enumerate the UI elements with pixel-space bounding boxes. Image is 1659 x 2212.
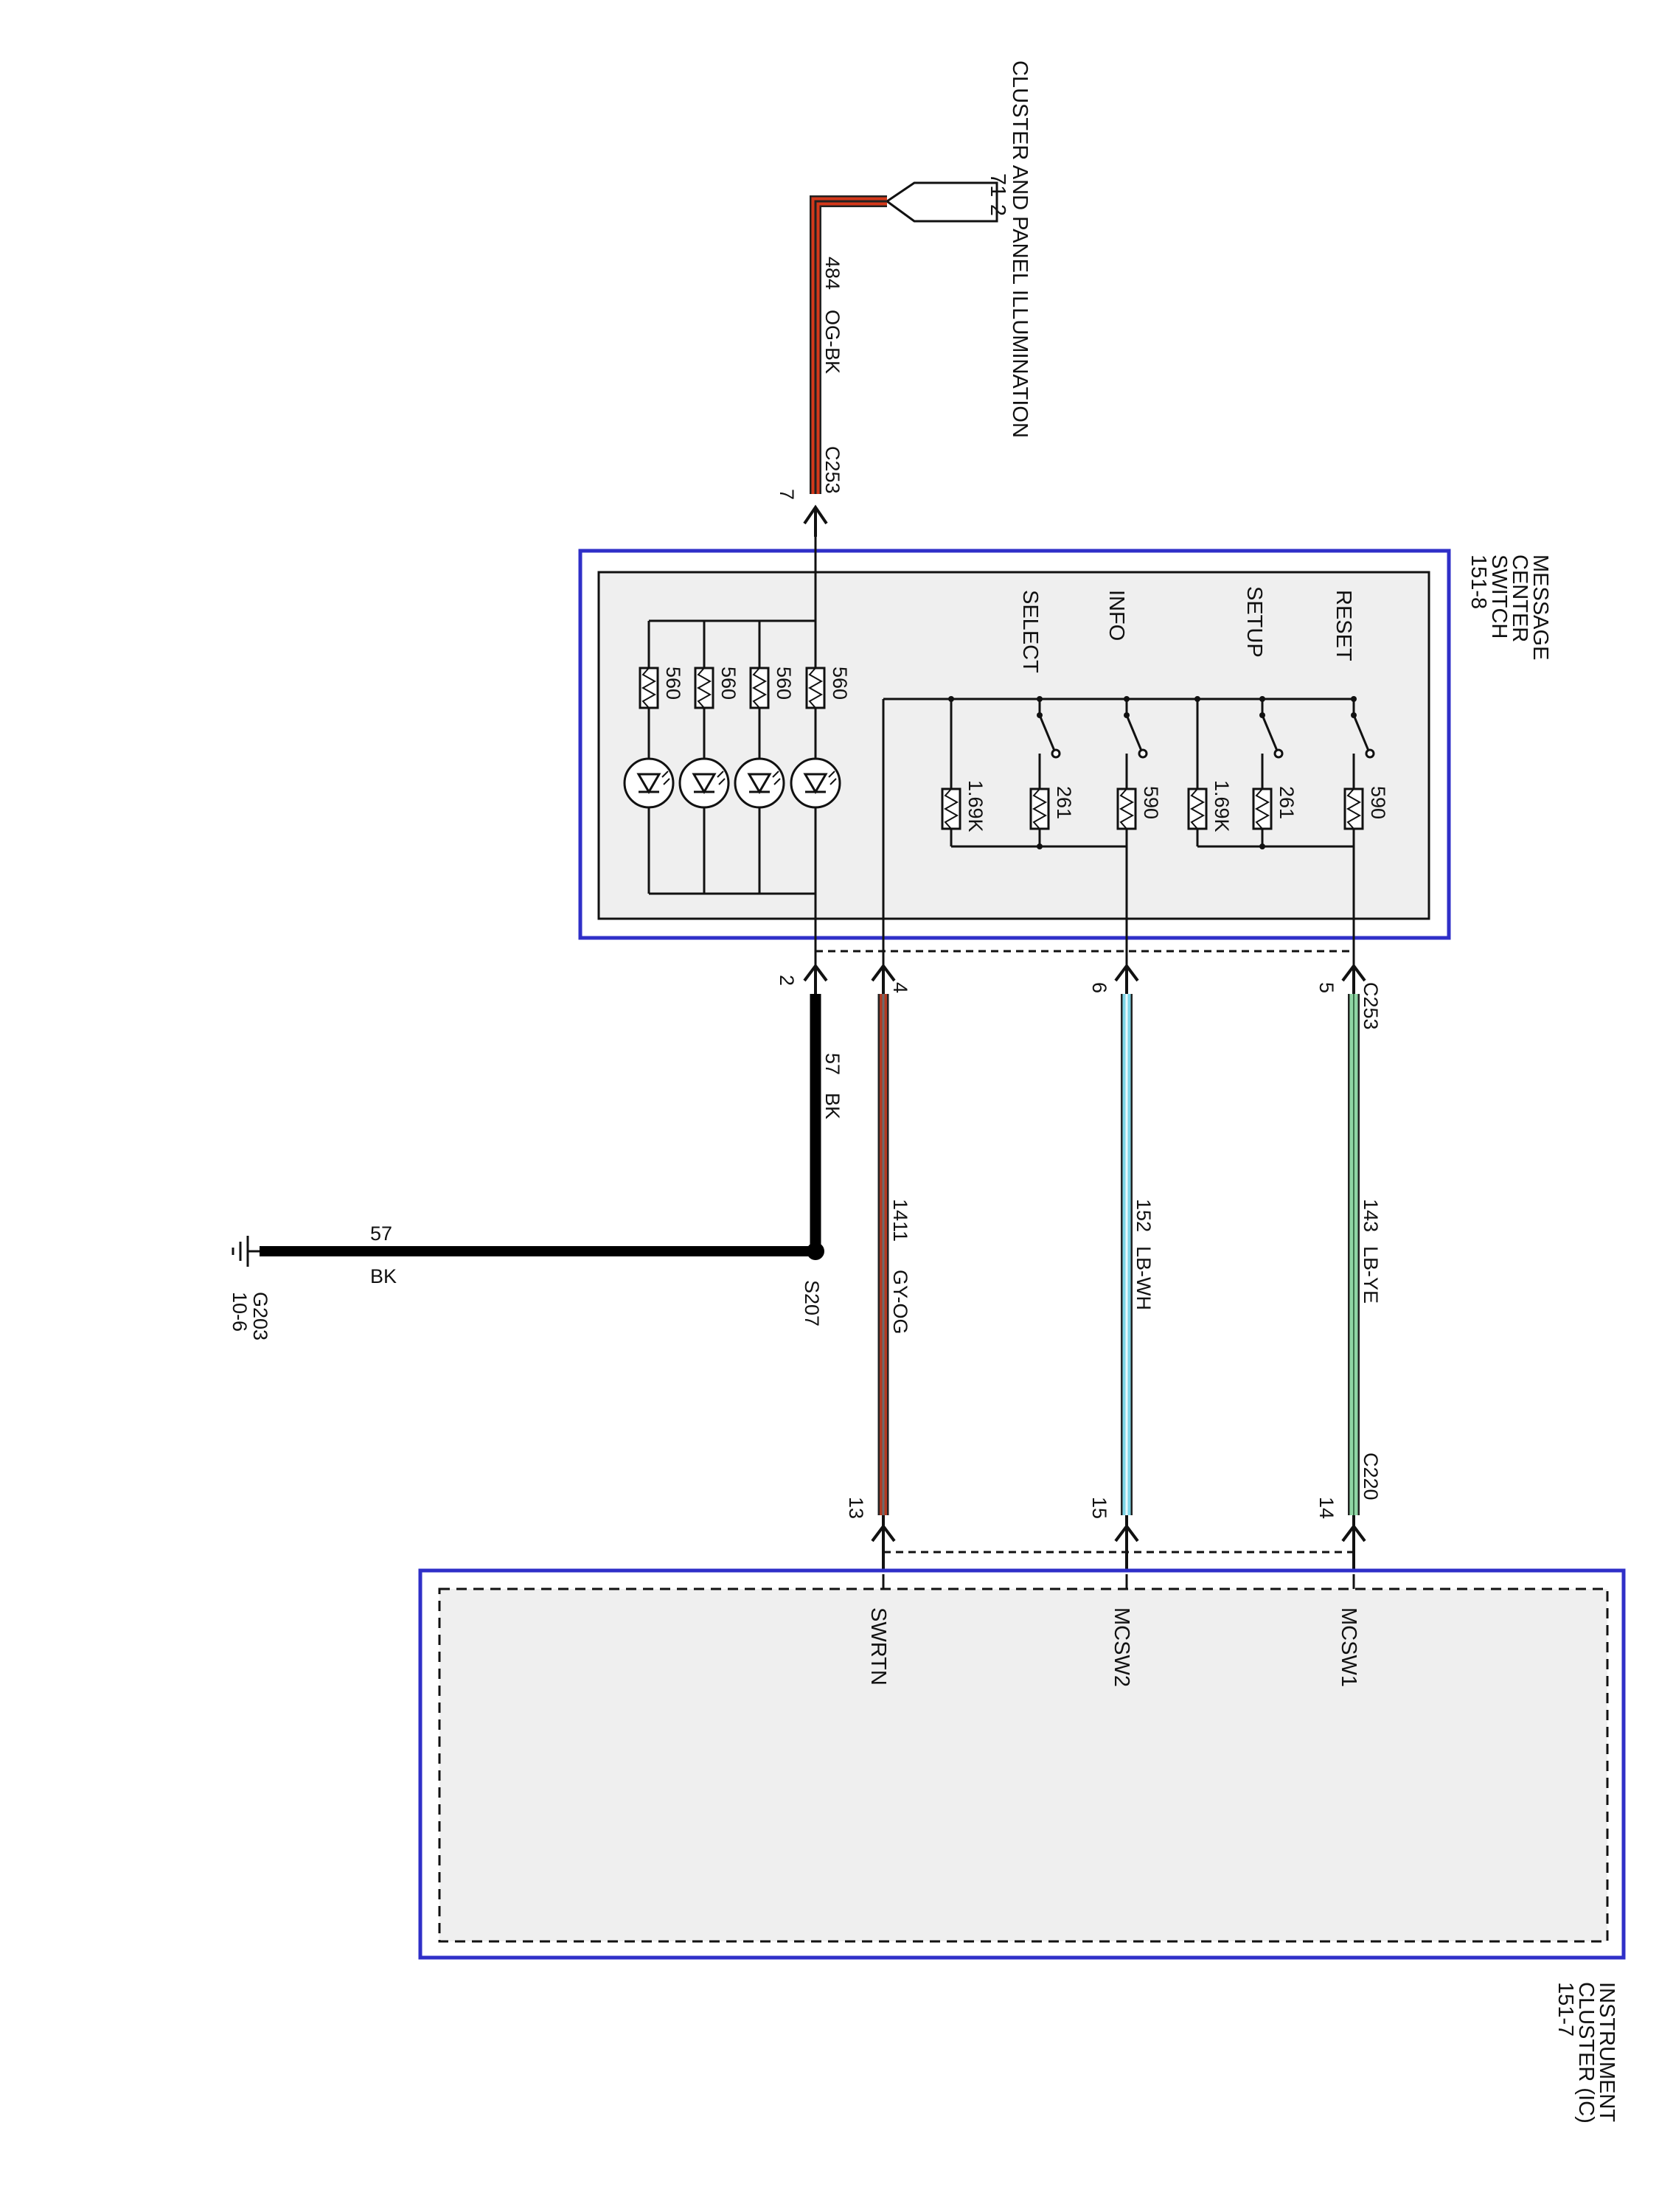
wire-1411-color: GY-OG [889,1270,911,1335]
resistor-value-setup-261: 261 [1276,786,1298,819]
cluster-ref: 151-7 [1554,1982,1577,2037]
switch-name-line3: SWITCH [1487,554,1511,639]
switch-contacts [948,696,1357,849]
led-resistor-value-3: 560 [717,667,740,700]
illumination-source: CLUSTER AND PANEL ILLUMINATION 71-2 [885,60,1032,438]
connector-c253-pin7-symbol [803,504,828,537]
switch-label-info: INFO [1105,590,1128,641]
wire-484-number: 484 [821,257,844,290]
connector-c220-cluster: C220 14 15 13 [845,1453,1382,1574]
switch-label-reset: RESET [1332,590,1355,661]
led-symbols [623,757,841,809]
wire-1411-number: 1411 [889,1199,911,1242]
led-resistor-zigzags [641,667,824,709]
switch-name-line1: MESSAGE [1528,554,1552,660]
switch-module-inner [597,571,1430,920]
pin-152-switch: 6 [1088,982,1110,993]
wire-1411-gy-og: 1411 GY-OG [877,994,911,1515]
led-icon [623,757,675,809]
wire-152-lb-wh: 152 LB-WH [1121,994,1155,1515]
switch-contact-openings [1051,748,1375,759]
wire-152-color: LB-WH [1133,1246,1155,1310]
wire-484-og-bk: 484 OG-BK C253 7 [776,195,887,500]
wire-57-bk-vertical: 57 BK [810,994,844,1251]
message-center-switch: MESSAGE CENTER SWITCH 151-8 [578,549,1552,940]
led-icon [678,757,730,809]
splice-name: S207 [801,1280,823,1326]
pin-57-switch: 2 [776,975,798,986]
top-connector-label: C253 [821,446,844,494]
led-icon [734,757,785,809]
wire-57-color-upper: BK [821,1093,844,1119]
led-resistor-value-4: 560 [662,667,684,700]
wire-152-number: 152 [1133,1199,1155,1232]
wire-57-number-upper: 57 [821,1053,844,1075]
pin-152-cluster: 15 [1088,1497,1110,1519]
cluster-signal-swrtn: SWRTN [866,1607,890,1686]
wire-484-color: OG-BK [821,310,844,374]
pin-1411-switch: 4 [889,982,911,993]
connector-c253-switch: C253 5 6 4 2 [776,950,1382,1030]
switch-name-line2: CENTER [1508,554,1531,642]
switch-label-setup: SETUP [1242,586,1266,658]
instrument-cluster: MCSW1 MCSW2 SWRTN INSTRUMENT CLUSTER (IC… [418,1568,1626,2124]
ground-g203: G203 10-6 [229,1236,271,1340]
pin-143-cluster: 14 [1315,1497,1338,1519]
cluster-module-inner [438,1587,1609,1943]
illumination-name: CLUSTER AND PANEL ILLUMINATION [1008,60,1032,438]
cluster-name-line2: CLUSTER (IC) [1574,1982,1598,2124]
wire-57-color-lower: BK [370,1265,397,1287]
pin-1411-cluster: 13 [845,1497,867,1519]
resistor-value-select-261: 261 [1053,786,1075,819]
cluster-name-line1: INSTRUMENT [1595,1982,1618,2122]
resistor-value-reset: 590 [1367,786,1389,819]
top-connector-pin: 7 [776,489,798,500]
resistor-value-setup-169k: 1.69K [1211,780,1233,832]
resistor-value-select-169k: 1.69K [964,780,987,832]
illumination-ref: 71-2 [986,173,1009,216]
ground-icon [232,1236,260,1267]
switch-label-select: SELECT [1018,590,1042,673]
wire-143-number: 143 [1360,1199,1382,1232]
switch-connector-label: C253 [1360,982,1382,1030]
led-resistor-value-1: 560 [829,667,851,700]
cluster-signal-mcsw1: MCSW1 [1337,1607,1360,1687]
resistor-value-info: 590 [1140,786,1162,819]
illumination-connector-symbol [885,181,998,223]
wire-143-lb-ye: 143 LB-YE [1348,994,1382,1515]
wire-57-bk-horizontal: 57 BK [260,1222,815,1287]
led-resistor-value-2: 560 [773,667,795,700]
switch-ladder-wiring [882,698,1370,973]
cluster-connector-label: C220 [1360,1453,1382,1500]
ground-name: G203 [249,1292,271,1340]
switch-resistor-zigzags [943,788,1362,830]
cluster-signal-mcsw2: MCSW2 [1110,1607,1133,1687]
switch-ref: 151-8 [1467,554,1490,609]
wire-143-color: LB-YE [1360,1246,1382,1304]
led-icon [790,757,841,809]
wire-57-number-lower: 57 [370,1222,392,1245]
pin-143-switch: 5 [1315,982,1338,993]
ground-ref: 10-6 [229,1292,251,1332]
